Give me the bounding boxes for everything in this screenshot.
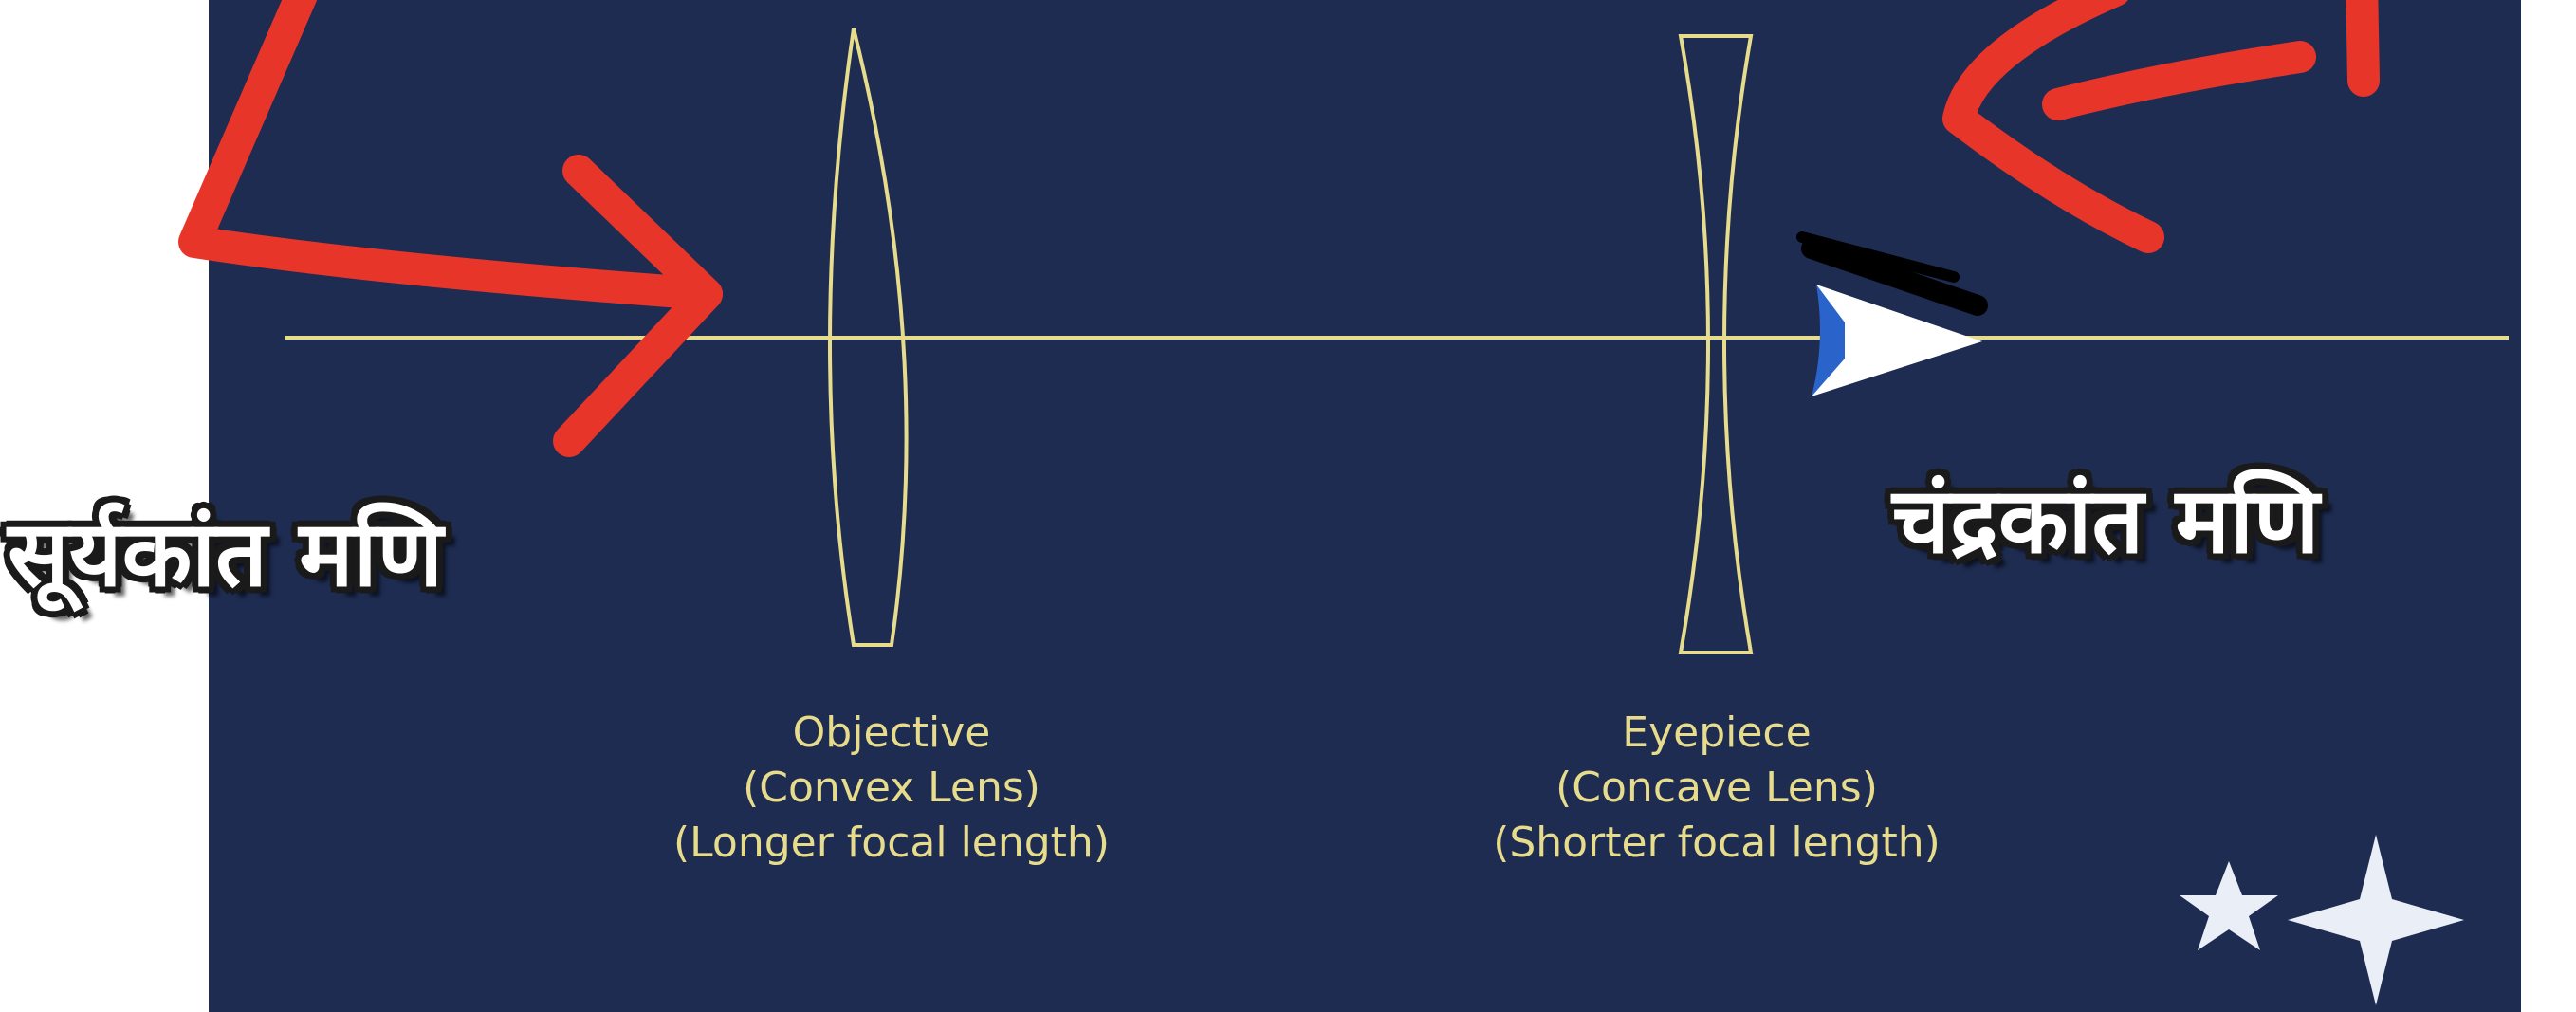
star-icons [2180,835,2464,1005]
eyepiece-title: Eyepiece [1622,708,1812,757]
objective-title: Objective [792,708,991,757]
eye-icon [1796,231,1988,396]
objective-lens-type: (Convex Lens) [743,764,1040,812]
small-star-icon [2180,861,2278,950]
eyepiece-label: Eyepiece (Concave Lens) (Shorter focal l… [1385,706,2049,871]
objective-label: Objective (Convex Lens) (Longer focal le… [560,706,1224,871]
red-arrow-left [178,0,723,457]
left-hindi-label: सूर्यकांत मणि [8,501,443,607]
large-star-icon [2288,835,2464,1005]
red-arrow-right [1942,0,2380,253]
objective-focal-note: (Longer focal length) [673,819,1110,867]
right-hindi-label: चंद्रकांत मणि [1892,468,2320,574]
concave-lens [1678,34,1754,654]
convex-lens [828,28,909,647]
eyepiece-focal-note: (Shorter focal length) [1493,819,1941,867]
eyepiece-lens-type: (Concave Lens) [1555,764,1878,812]
